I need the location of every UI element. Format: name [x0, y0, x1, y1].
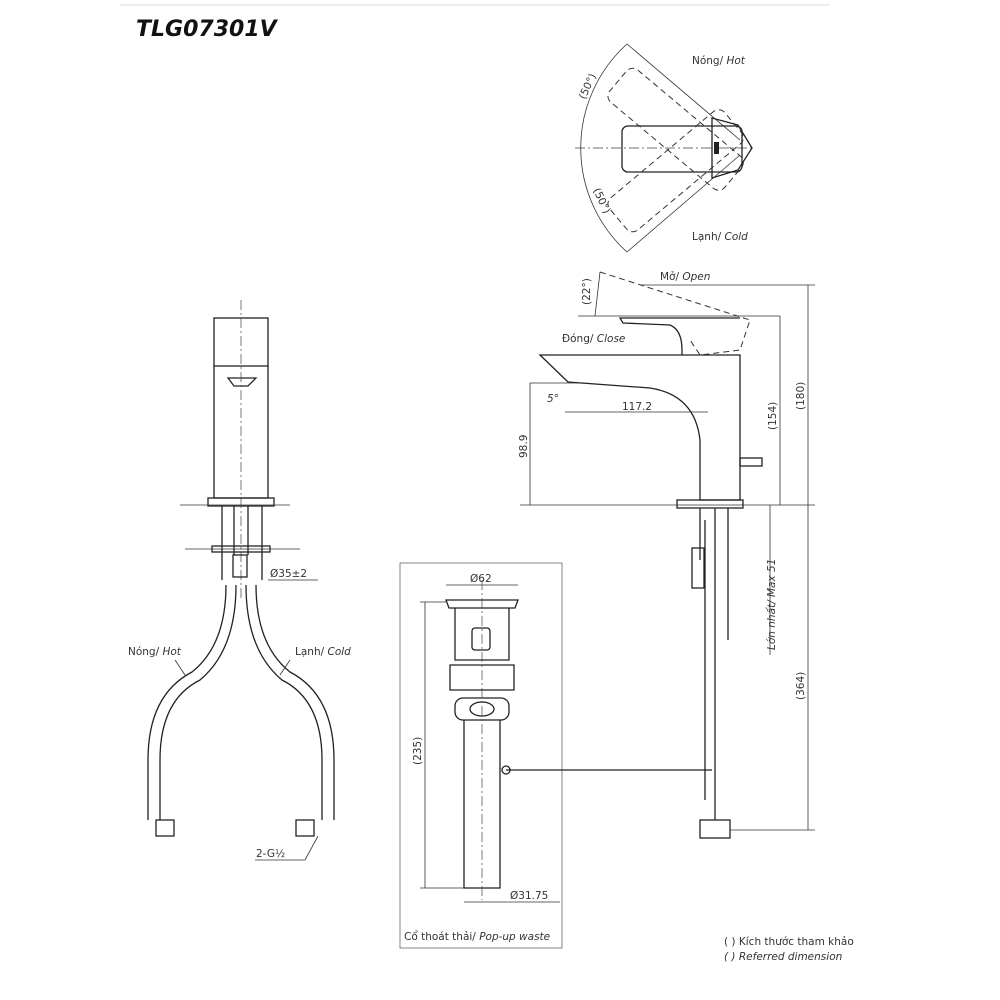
bottom-diameter: Ø31.75	[510, 890, 548, 902]
thread-size: 2-G½	[256, 848, 285, 860]
popup-waste: Ø62 (235) Ø31.75 Cổ thoát thải/ Pop-up w…	[399, 562, 712, 949]
max-thickness: Lớn nhất/ Max 51	[766, 559, 778, 650]
popup-length: (235)	[412, 737, 424, 765]
spout-angle: 5°	[547, 393, 559, 405]
handle-cold	[607, 109, 744, 233]
lever-angle: (22°)	[581, 278, 593, 305]
angle-cold: (50°)	[590, 186, 612, 215]
hot-label-top: Nóng/ Hot	[692, 55, 746, 67]
height-154: (154)	[767, 402, 779, 430]
open-label: Mở/ Open	[660, 271, 710, 283]
popup-frame	[399, 562, 563, 949]
reach-dimension: 117.2	[622, 401, 652, 413]
side-view: Mở/ Open Đóng/ Close (22°) 5° 117.2 98.9…	[518, 271, 815, 839]
total-length: (364)	[795, 672, 807, 700]
spout-height-dimension: 98.9	[518, 435, 530, 458]
faucet-body	[538, 354, 741, 501]
close-label: Đóng/ Close	[562, 333, 625, 345]
top-view: Nóng/ Hot Lạnh/ Cold (50°) (50°)	[575, 43, 755, 253]
hot-label-front: Nóng/ Hot	[128, 646, 182, 658]
cold-label-front: Lạnh/ Cold	[295, 646, 351, 658]
top-diameter: Ø62	[470, 573, 492, 585]
model-title: TLG07301V	[136, 17, 279, 42]
angle-hot: (50°)	[577, 72, 599, 101]
popup-label: Cổ thoát thải/ Pop-up waste	[404, 930, 550, 943]
cold-label-top: Lạnh/ Cold	[692, 231, 748, 243]
hole-diameter: Ø35±2	[270, 568, 307, 580]
popup-cap	[445, 599, 519, 609]
legend-line-1: ( ) Kích thước tham khảo	[724, 936, 854, 948]
handle-center	[621, 125, 743, 173]
handle-hot	[607, 67, 744, 191]
legend-line-2: ( ) Referred dimension	[724, 951, 842, 963]
front-view: Ø35±2 Nóng/ Hot Lạnh/ Cold 2-G½	[128, 300, 351, 861]
height-180: (180)	[795, 382, 807, 410]
